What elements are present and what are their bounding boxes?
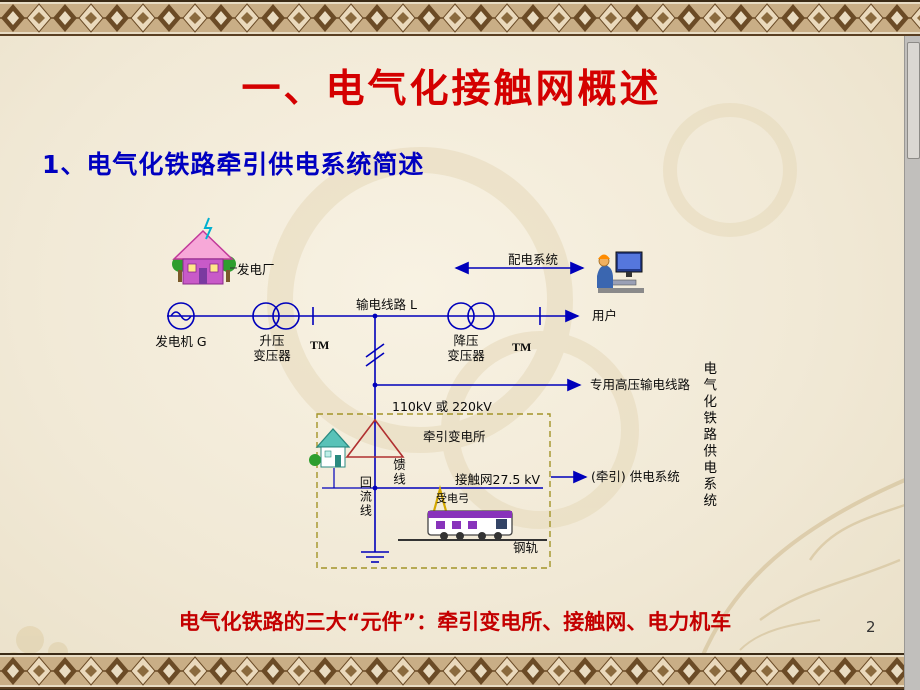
label-rail: 钢轨 xyxy=(513,540,539,555)
label-contact-network: 接触网27.5 kV xyxy=(455,472,541,487)
page-number: 2 xyxy=(866,618,876,636)
label-generator: 发电机 G xyxy=(155,334,207,349)
footer-text: 电气化铁路的三大“元件”：牵引变电所、接触网、电力机车 xyxy=(178,610,732,634)
power-plant-icon xyxy=(172,217,237,285)
label-users: 用户 xyxy=(592,308,618,323)
scrollbar-thumb[interactable] xyxy=(907,42,920,159)
substation-building-icon xyxy=(309,428,351,468)
label-pantograph: 受电弓 xyxy=(436,492,469,505)
generator-symbol xyxy=(167,302,195,330)
label-distribution-system: 配电系统 xyxy=(508,252,559,267)
substation-transformer-symbol xyxy=(345,418,405,458)
page-title: 一、电气化接触网概述 xyxy=(241,67,662,112)
label-traction-substation: 牵引变电所 xyxy=(423,429,486,444)
label-step-up-transformer: 升压 变压器 xyxy=(253,333,291,363)
label-system-vertical: 电气化铁路供电系统 xyxy=(700,361,717,510)
label-tm-right: TM xyxy=(512,340,532,354)
label-traction-supply: (牵引) 供电系统 xyxy=(591,469,680,484)
label-voltage: 110kV 或 220kV xyxy=(392,399,492,414)
label-dedicated-hv-line: 专用高压输电线路 xyxy=(590,377,691,392)
label-transmission-line: 输电线路 L xyxy=(356,297,417,312)
label-step-down-transformer: 降压 变压器 xyxy=(447,333,485,363)
top-decorative-border xyxy=(0,0,920,36)
computer-operator-icon xyxy=(597,251,644,293)
step-up-transformer-symbol xyxy=(252,302,300,330)
section-heading: 1、电气化铁路牵引供电系统简述 xyxy=(42,150,425,179)
label-tm-left: TM xyxy=(310,338,330,352)
bottom-decorative-border xyxy=(0,653,904,690)
ground-symbol xyxy=(361,551,389,563)
label-power-plant: 发电厂 xyxy=(237,262,275,277)
step-down-transformer-symbol xyxy=(447,302,495,330)
label-return-line: 回流线 xyxy=(358,476,373,518)
label-feeder-line: 馈线 xyxy=(391,458,406,487)
scrollbar[interactable] xyxy=(904,0,920,690)
